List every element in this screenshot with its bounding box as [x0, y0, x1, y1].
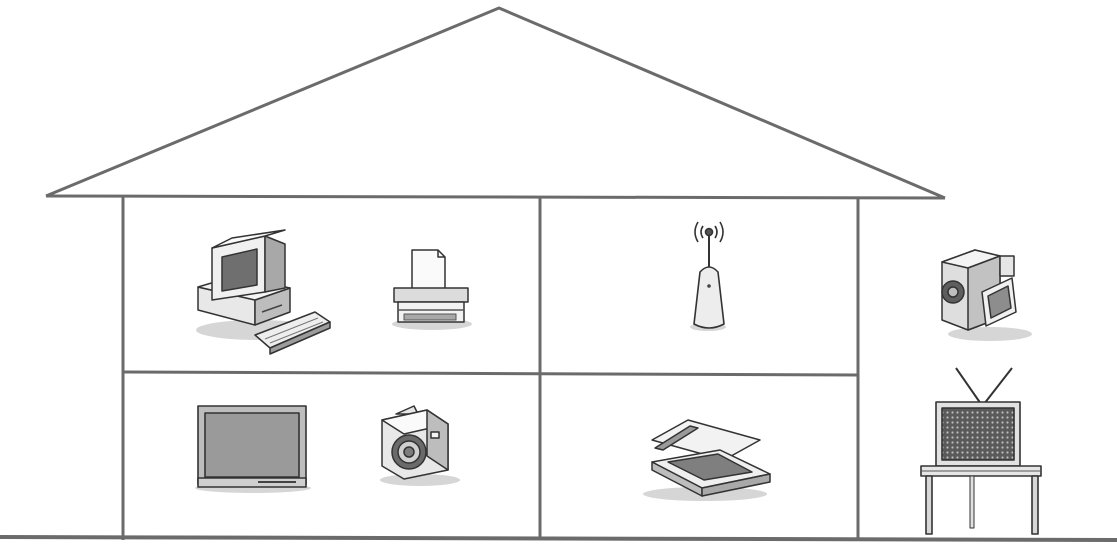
floor-divider	[123, 372, 858, 375]
flat-panel-display-icon	[195, 406, 311, 493]
wireless-router-icon	[690, 222, 726, 331]
desktop-computer-icon	[196, 230, 330, 354]
flatbed-scanner-icon	[643, 420, 770, 501]
camcorder-icon	[942, 250, 1032, 341]
roof	[46, 8, 945, 198]
house-outline	[46, 8, 945, 540]
printer-icon	[392, 250, 472, 330]
television-icon	[936, 368, 1020, 466]
digital-camera-icon	[380, 406, 460, 486]
roof-eave	[46, 196, 945, 198]
tv-table	[921, 466, 1041, 534]
ground-line	[0, 537, 1117, 540]
